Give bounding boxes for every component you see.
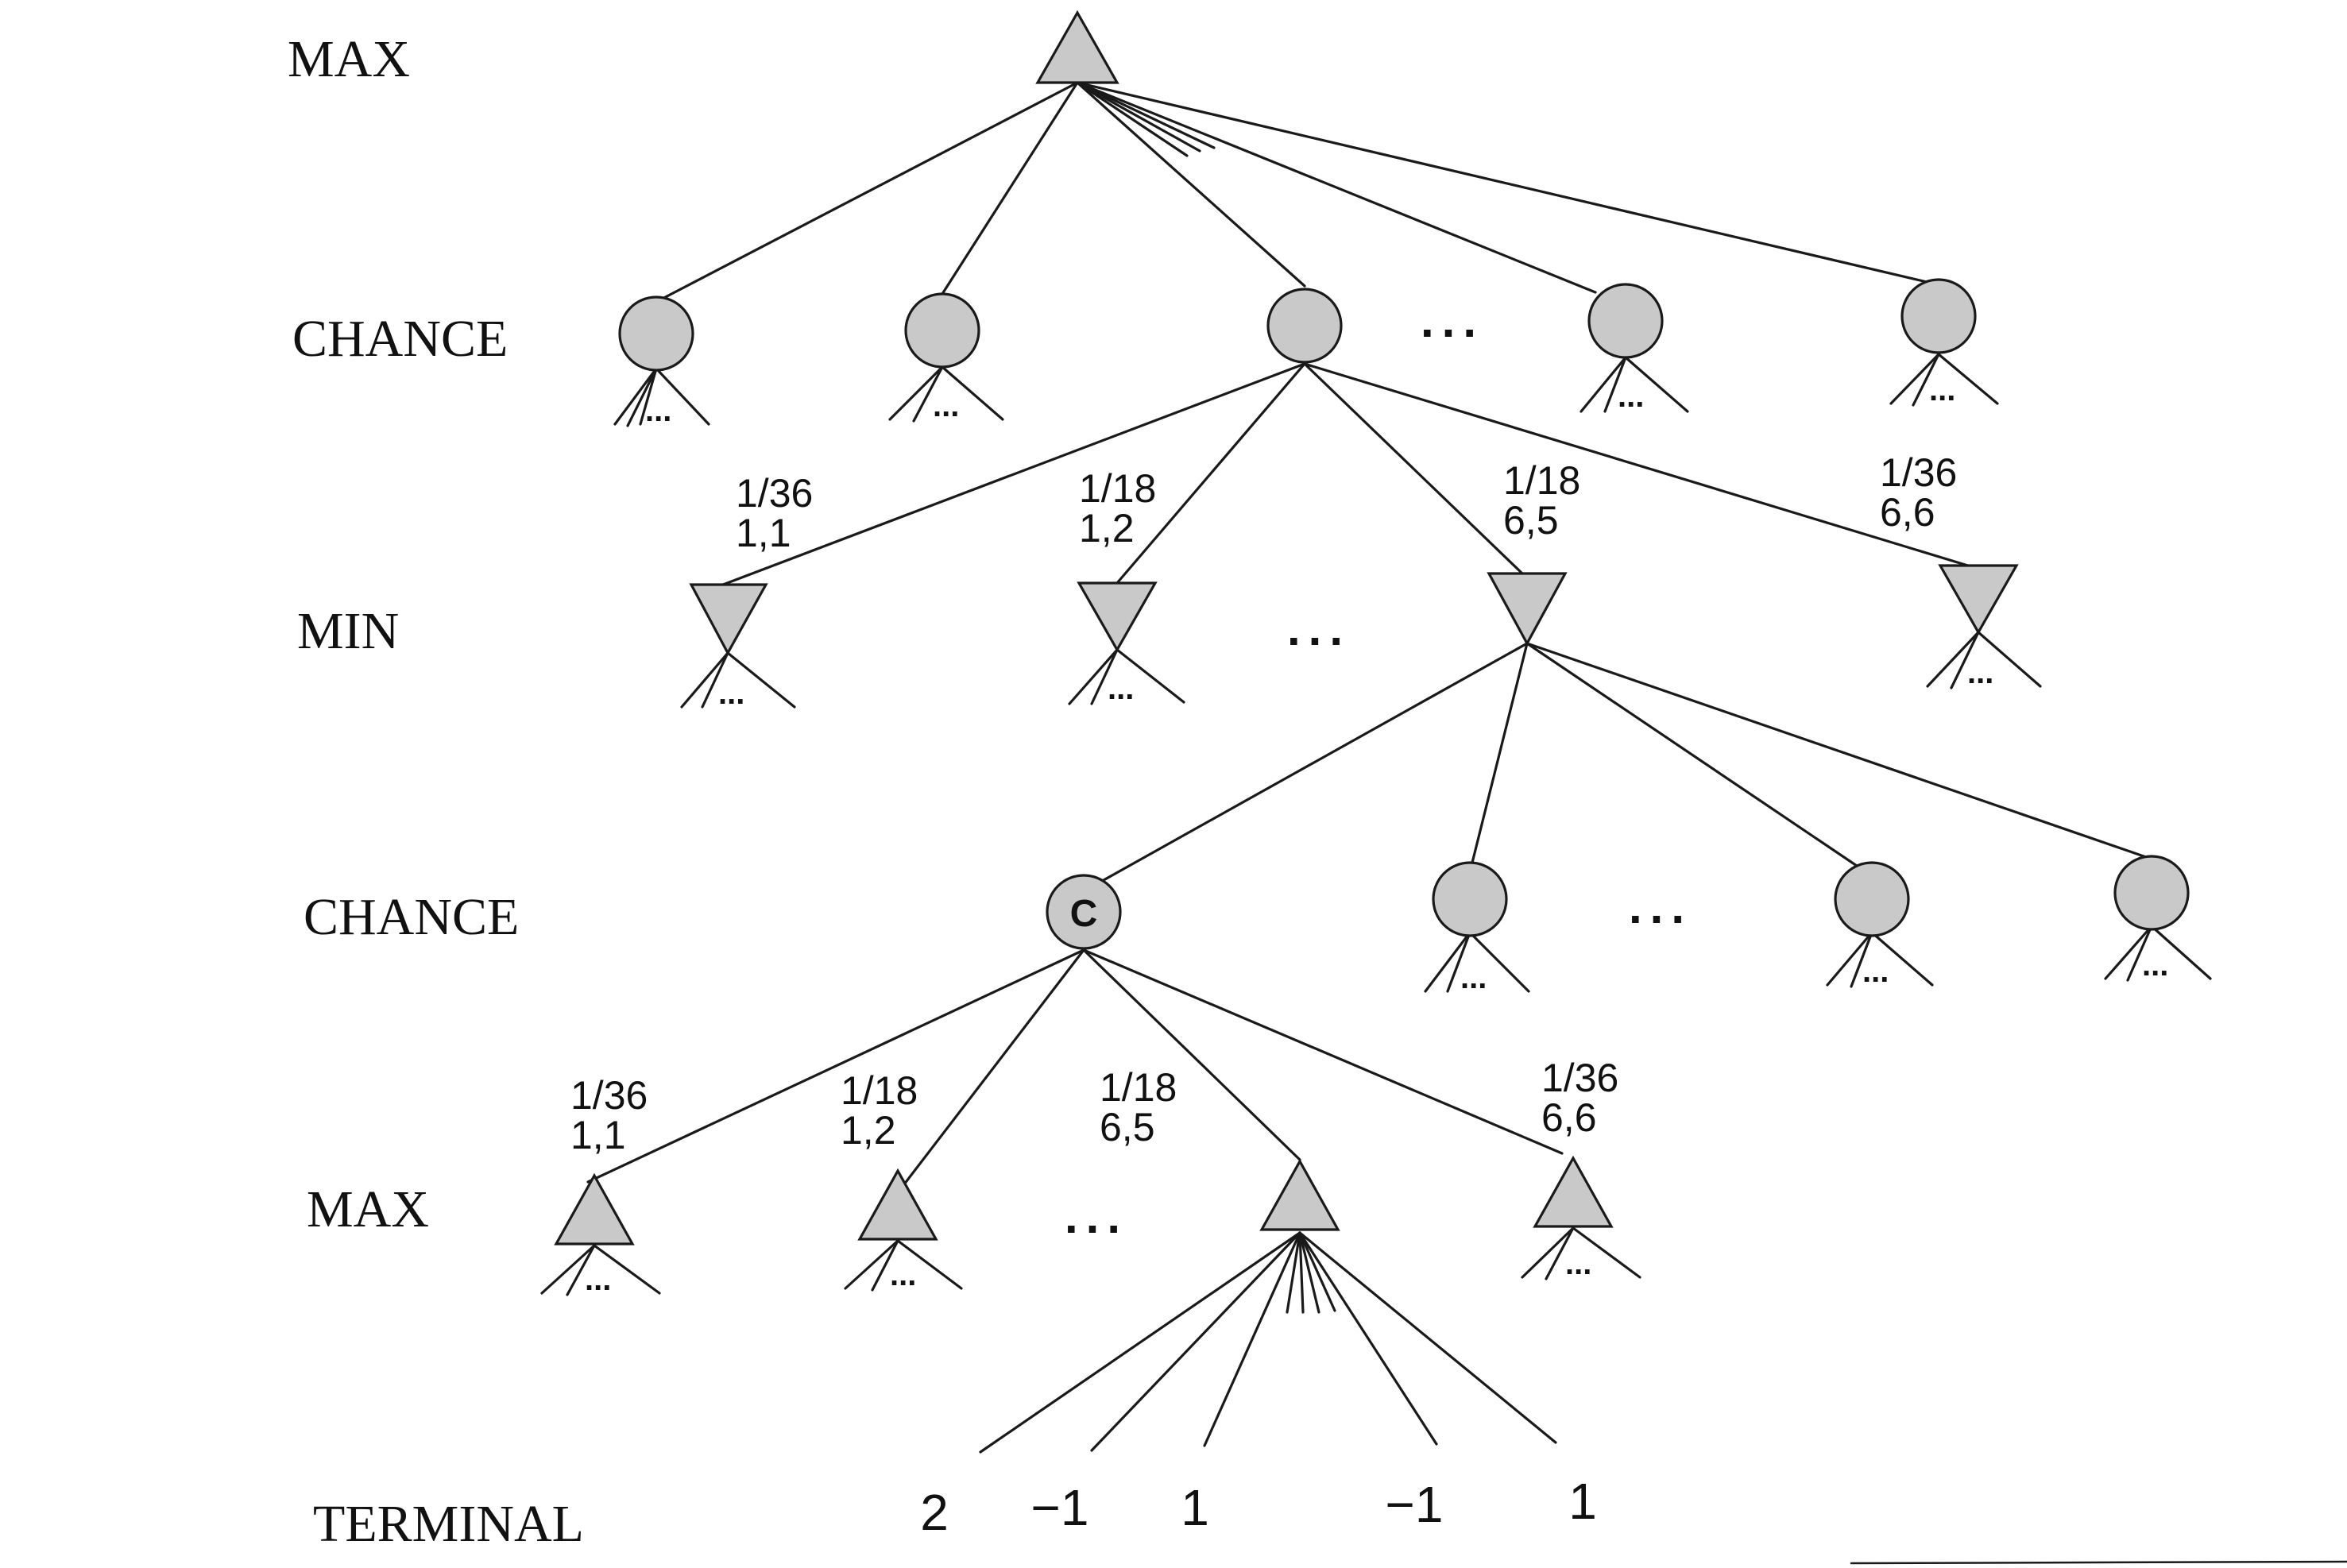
terminal-edges [979, 1231, 1557, 1454]
chance-node-c-label: C [1070, 893, 1098, 935]
lower-chance-edges [586, 948, 1564, 1196]
lower-branch-probability: 1/36 [570, 1073, 648, 1118]
sibling-ellipsis-min: ... [1287, 602, 1351, 655]
stub-ellipsis: ... [890, 1257, 916, 1292]
lower-branch-dice: 6,6 [1541, 1095, 1597, 1140]
terminal-value: −1 [1386, 1476, 1444, 1533]
child-stubs [540, 353, 2212, 1296]
stub-ellipsis: ... [1929, 373, 1955, 407]
chance-node-top-1 [618, 295, 694, 372]
upper-branch-dice: 1,2 [1079, 506, 1135, 550]
sibling-ellipsis-max-bottom: ... [1065, 1190, 1128, 1243]
lower-branch-dice: 6,5 [1100, 1105, 1155, 1149]
max-node-2 [857, 1168, 938, 1241]
level-label-max-bottom: MAX [307, 1180, 429, 1238]
upper-branch-dice: 1,1 [736, 511, 791, 555]
level-label-terminal: TERMINAL [313, 1495, 584, 1553]
stub-ellipsis: ... [2142, 948, 2168, 983]
stub-ellipses: ... ... ... ... ... ... ... ... ... ... … [585, 373, 2168, 1297]
lower-branch-dice: 1,2 [841, 1108, 896, 1153]
chance-node-top-3 [1266, 288, 1343, 364]
min-node-3 [1487, 572, 1568, 647]
level-label-min: MIN [297, 602, 399, 660]
sibling-ellipsis-chance-bottom: ... [1629, 880, 1692, 933]
chance-node-top-4 [1587, 283, 1664, 359]
stub-ellipsis: ... [1618, 379, 1644, 414]
lower-branch-probability: 1/18 [1100, 1065, 1177, 1110]
stub-ellipsis: ... [718, 676, 744, 711]
max-node-4 [1533, 1155, 1614, 1228]
upper-chance-edges [721, 362, 1980, 586]
level-label-max-top: MAX [288, 30, 410, 88]
stub-ellipsis: ... [1967, 655, 1993, 690]
chance-node-bottom-4 [2113, 855, 2190, 931]
upper-branch-dice: 6,6 [1880, 490, 1935, 535]
stub-ellipsis: ... [1565, 1246, 1591, 1281]
stub-ellipsis: ... [645, 393, 671, 428]
chance-node-c [1046, 874, 1122, 950]
sibling-ellipsis-chance-top: ... [1421, 294, 1484, 347]
upper-branch-probability: 1/36 [736, 471, 813, 516]
chance-node-top-5 [1900, 278, 1977, 354]
level-label-chance-top: CHANCE [292, 310, 508, 368]
chance-node-bottom-3 [1834, 861, 1910, 937]
upper-branch-probability: 1/18 [1503, 458, 1580, 503]
min-edges [1082, 642, 2150, 893]
lower-branch-probability: 1/36 [1541, 1056, 1618, 1100]
min-node-1 [689, 583, 768, 656]
stub-ellipsis: ... [1460, 960, 1487, 995]
stub-ellipsis: ... [1108, 671, 1134, 706]
min-node-2 [1077, 581, 1158, 653]
stub-ellipsis: ... [933, 388, 959, 423]
stub-ellipsis: ... [1862, 954, 1889, 989]
max-node-3 [1259, 1158, 1340, 1231]
lower-branch-dice: 1,1 [570, 1113, 626, 1157]
upper-branch-probability: 1/36 [1880, 450, 1957, 495]
terminal-value: 2 [920, 1484, 949, 1541]
terminal-value: 1 [1181, 1479, 1209, 1536]
level-label-chance-bottom: CHANCE [304, 888, 519, 946]
terminal-value: −1 [1031, 1479, 1089, 1536]
terminal-value: 1 [1568, 1473, 1597, 1530]
chance-node-top-2 [904, 292, 980, 369]
min-node-4 [1938, 564, 2019, 635]
root-edges [655, 81, 1939, 303]
chance-node-bottom-2 [1432, 861, 1508, 937]
root-max-node [1035, 10, 1119, 84]
stub-ellipsis: ... [585, 1262, 611, 1297]
lower-branch-probability: 1/18 [841, 1068, 918, 1113]
max-node-1 [554, 1172, 635, 1246]
upper-branch-dice: 6,5 [1503, 498, 1559, 543]
page-edge-rule [1850, 1560, 2347, 1565]
upper-branch-probability: 1/18 [1079, 466, 1156, 511]
